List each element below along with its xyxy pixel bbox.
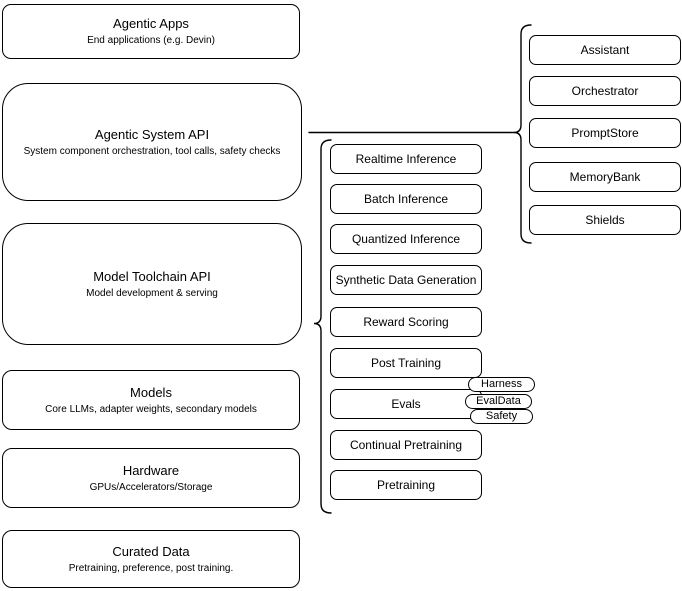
node-realtime-inference: Realtime Inference	[330, 144, 482, 174]
node-batch-inference: Batch Inference	[330, 184, 482, 214]
box-model-toolchain-api-subtitle: Model development & serving	[86, 287, 218, 299]
pill-safety: Safety	[470, 409, 533, 424]
node-post-training-label: Post Training	[370, 356, 442, 370]
toolchain-components-brace	[313, 139, 332, 514]
box-models-title: Models	[130, 384, 172, 400]
node-reward-scoring: Reward Scoring	[330, 307, 482, 337]
node-reward-scoring-label: Reward Scoring	[363, 315, 449, 329]
node-pretraining: Pretraining	[330, 470, 482, 500]
node-promptstore-label: PromptStore	[571, 126, 639, 140]
node-quantized-inference-label: Quantized Inference	[351, 232, 461, 246]
node-evals: Evals	[330, 389, 482, 419]
node-post-training: Post Training	[330, 348, 482, 378]
box-hardware-title: Hardware	[122, 462, 180, 478]
node-evals-label: Evals	[391, 397, 421, 411]
node-quantized-inference: Quantized Inference	[330, 224, 482, 254]
box-agentic-apps-title: Agentic Apps	[113, 16, 189, 31]
box-agentic-apps-subtitle: End applications (e.g. Devin)	[87, 35, 215, 46]
node-shields-label: Shields	[585, 213, 625, 227]
node-orchestrator: Orchestrator	[529, 76, 681, 106]
node-assistant-label: Assistant	[580, 43, 630, 57]
node-realtime-inference-label: Realtime Inference	[355, 152, 457, 166]
box-curated-data-subtitle: Pretraining, preference, post training.	[68, 562, 234, 574]
box-curated-data: Curated Data Pretraining, preference, po…	[2, 530, 300, 588]
system-components-brace	[513, 24, 532, 244]
node-memorybank: MemoryBank	[529, 162, 681, 192]
node-assistant: Assistant	[529, 35, 681, 65]
node-synthetic-data-generation: Synthetic Data Generation	[330, 265, 482, 295]
node-continual-pretraining: Continual Pretraining	[330, 430, 482, 460]
box-agentic-system-api-subtitle: System component orchestration, tool cal…	[23, 145, 281, 157]
node-continual-pretraining-label: Continual Pretraining	[349, 438, 463, 452]
box-agentic-apps: Agentic Apps End applications (e.g. Devi…	[2, 4, 300, 59]
pill-safety-label: Safety	[485, 410, 518, 422]
node-orchestrator-label: Orchestrator	[571, 84, 639, 98]
node-shields: Shields	[529, 205, 681, 235]
box-agentic-system-api-title: Agentic System API	[94, 126, 210, 142]
pill-harness: Harness	[468, 377, 535, 392]
box-curated-data-title: Curated Data	[112, 543, 190, 559]
node-pretraining-label: Pretraining	[376, 478, 436, 492]
node-batch-inference-label: Batch Inference	[363, 192, 449, 206]
box-hardware: Hardware GPUs/Accelerators/Storage	[2, 448, 300, 508]
node-promptstore: PromptStore	[529, 118, 681, 148]
box-models-subtitle: Core LLMs, adapter weights, secondary mo…	[45, 403, 257, 415]
box-agentic-system-api: Agentic System API System component orch…	[2, 83, 302, 201]
pill-evaldata-label: EvalData	[476, 395, 521, 407]
node-synthetic-data-generation-label: Synthetic Data Generation	[335, 273, 477, 287]
pill-evaldata: EvalData	[465, 394, 532, 409]
box-hardware-subtitle: GPUs/Accelerators/Storage	[89, 481, 213, 493]
box-model-toolchain-api: Model Toolchain API Model development & …	[2, 223, 302, 345]
box-model-toolchain-api-title: Model Toolchain API	[93, 268, 211, 284]
node-memorybank-label: MemoryBank	[569, 170, 641, 184]
pill-harness-label: Harness	[481, 378, 522, 390]
box-models: Models Core LLMs, adapter weights, secon…	[2, 370, 300, 430]
